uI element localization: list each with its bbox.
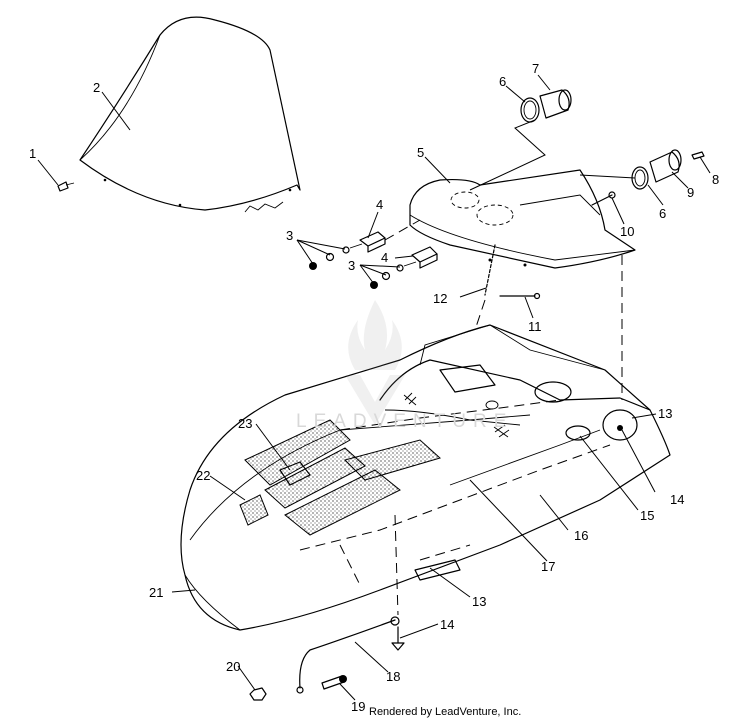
- callout-10: 10: [620, 224, 634, 239]
- pin-11: [499, 292, 541, 300]
- callout-1: 1: [29, 146, 36, 161]
- callout-3-lower: 3: [348, 258, 355, 273]
- callout-21: 21: [149, 585, 163, 600]
- gauge-bezel-top: [520, 89, 572, 123]
- callout-11: 11: [528, 319, 542, 334]
- callout-19: 19: [351, 699, 365, 714]
- callout-15: 15: [640, 508, 654, 523]
- console: [409, 169, 636, 269]
- callout-14-bottom: 14: [440, 617, 454, 632]
- watermark-text: LEADVENTURE: [296, 411, 514, 432]
- callout-22: 22: [196, 468, 210, 483]
- callout-4-upper: 4: [376, 197, 383, 212]
- callout-8: 8: [712, 172, 719, 187]
- callout-17: 17: [541, 559, 555, 574]
- leader-lines: [37, 74, 711, 701]
- brackets-upper: [309, 231, 386, 270]
- callout-3-upper: 3: [286, 228, 293, 243]
- brackets-lower: [370, 246, 438, 289]
- callout-5: 5: [417, 145, 424, 160]
- callout-4-lower: 4: [381, 250, 388, 265]
- nut-20: [249, 687, 267, 701]
- callout-23: 23: [238, 416, 252, 431]
- tether: [296, 616, 400, 694]
- callout-6-top: 6: [499, 74, 506, 89]
- watermark-logo: [345, 300, 405, 425]
- render-credit: Rendered by LeadVenture, Inc.: [369, 706, 522, 718]
- screw-14-lower: [391, 626, 405, 651]
- callout-12: 12: [433, 291, 447, 306]
- callout-16: 16: [574, 528, 588, 543]
- callout-13-bottom: 13: [472, 594, 486, 609]
- callout-9: 9: [687, 185, 694, 200]
- harness-12: [484, 244, 496, 296]
- callout-14-right: 14: [670, 492, 684, 507]
- callout-20: 20: [226, 659, 240, 674]
- callout-numbers: 1 2 3 3 4 4 5 6 6 7 8 9 10 11 12 13 13 1…: [29, 61, 719, 714]
- callout-13-right: 13: [658, 406, 672, 421]
- windshield-screw: [57, 181, 75, 192]
- callout-6-right: 6: [659, 206, 666, 221]
- callout-18: 18: [386, 669, 400, 684]
- callout-2: 2: [93, 80, 100, 95]
- callout-7: 7: [532, 61, 539, 76]
- hood: [180, 324, 671, 631]
- windshield: [79, 16, 301, 213]
- bolt-19: [321, 675, 347, 690]
- gauge-bezel-right: [631, 149, 705, 190]
